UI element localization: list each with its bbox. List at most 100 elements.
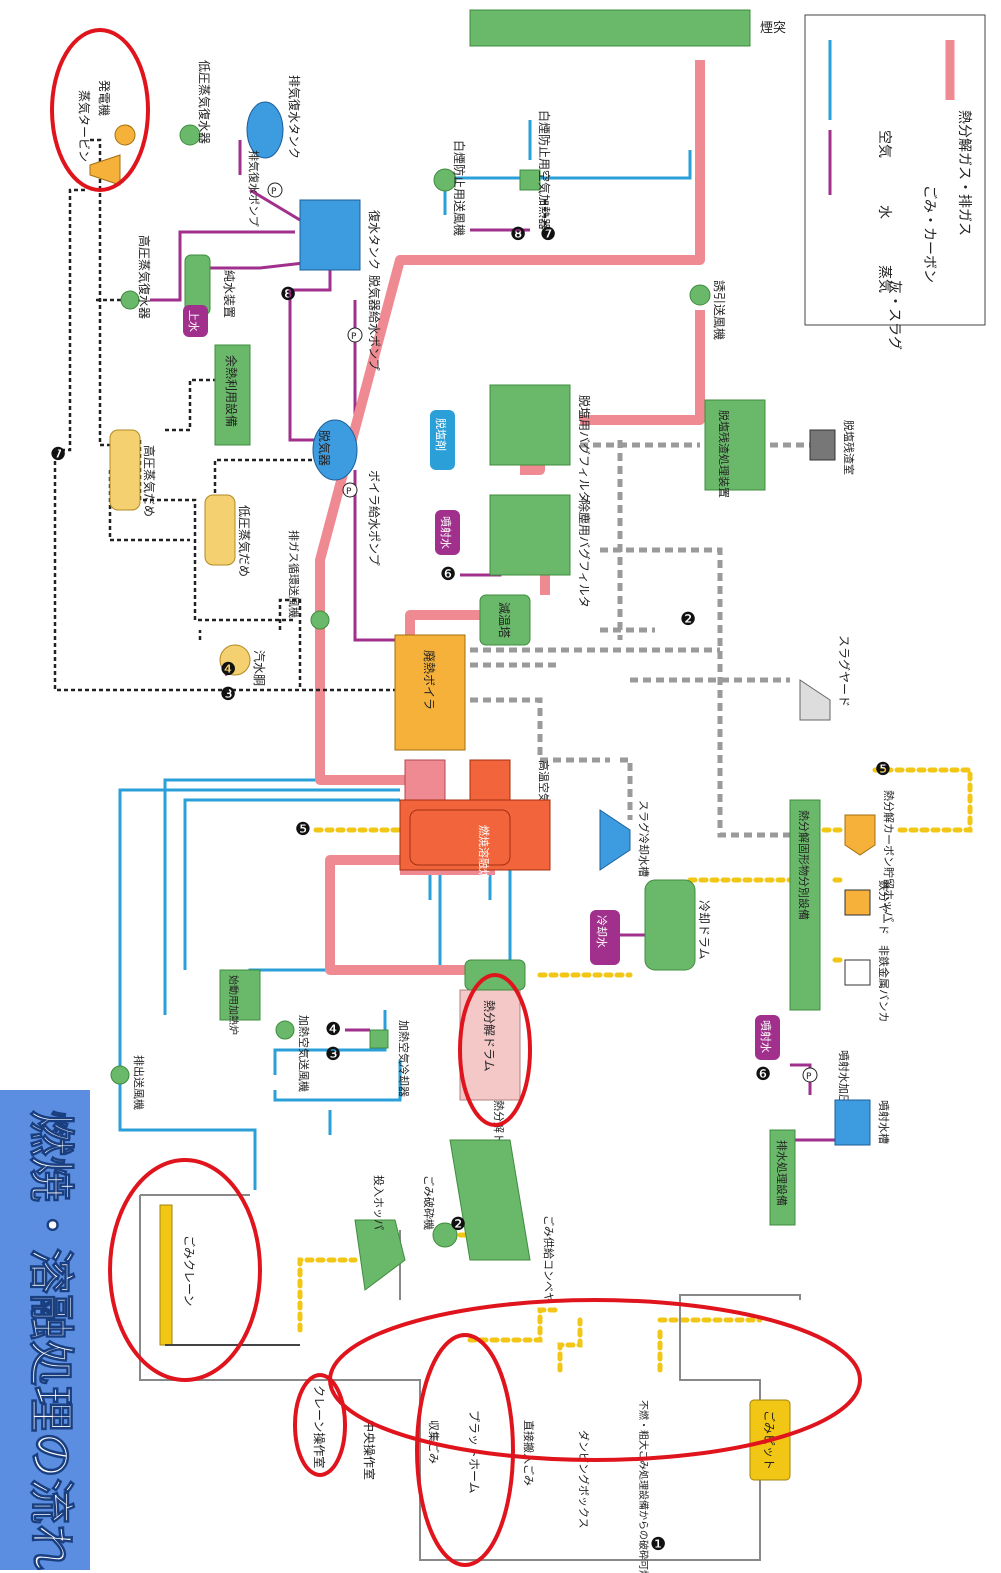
highlight-turbine — [50, 28, 150, 192]
desalination-bag-filter — [489, 384, 571, 466]
steam-turbine — [89, 154, 121, 186]
water-line — [288, 240, 332, 442]
deaerator-feed-pump-label: 脱気器給水ポンプ — [367, 275, 382, 371]
marker-6b: ❻ — [755, 1064, 771, 1085]
dumping-box-label: ダンピングボックス — [577, 1430, 591, 1529]
highlight-crane-room — [293, 1373, 347, 1477]
slag-cooling-tank — [599, 809, 631, 871]
water-line — [249, 188, 301, 222]
waste-heat-boiler — [394, 634, 466, 751]
page-title: 燃焼・溶融処理の流れ — [24, 1110, 78, 1570]
cooling-water-label: 冷却水 — [595, 915, 608, 948]
dust-bag-filter-label: 除塵用バグフィルタ — [577, 500, 592, 608]
waste-crusher-label: ごみ破砕機 — [422, 1175, 436, 1230]
desalination-residue-device-label: 脱塩残渣処理装置 — [717, 410, 731, 498]
legend-steam: 蒸気 — [876, 265, 892, 293]
cooling-drum-label: 冷却ドラム — [697, 900, 711, 960]
spray-water-tank-label: 噴射水槽 — [877, 1100, 891, 1144]
heated-air-cooler — [369, 1029, 389, 1049]
legend-ash-slag: 灰・スラグ — [886, 280, 902, 350]
cooling-tower — [479, 594, 531, 646]
deaerator-feed-pump — [347, 327, 363, 343]
slag-yard-label: スラグヤード — [837, 635, 851, 707]
spray-water-tag-2 — [755, 1015, 780, 1060]
nonferrous-bunker-label: 非鉄金属バンカ — [877, 945, 891, 1023]
marker-1: ❶ — [650, 1534, 666, 1555]
marker-3: ❸ — [220, 684, 236, 705]
pyrolysis-drum — [459, 989, 521, 1101]
heated-air-fan-label: 加熱空気送風機 — [297, 1015, 311, 1092]
air-line — [273, 1060, 402, 1102]
slag-yard — [799, 679, 831, 721]
waste-heat-utilization-label: 余熱利用設備 — [224, 355, 239, 427]
white-smoke-air-heater-label: 白煙防止用空気加熱器 — [537, 110, 552, 230]
spray-water-label: 噴射水 — [439, 516, 453, 549]
steam-drum-label: 汽水胴 — [252, 650, 267, 686]
spray-water-pump — [802, 1067, 818, 1083]
pyrolysis-solid-separator — [789, 799, 821, 1011]
combustion-melting-furnace-label: 燃焼溶融炉 — [477, 825, 491, 880]
lp-condenser — [179, 124, 201, 146]
spray-water-tag — [435, 510, 460, 555]
central-control-room-label: 中央操作室 — [362, 1420, 377, 1480]
steam-line — [90, 138, 125, 447]
generator-label: 発電機 — [97, 80, 112, 116]
marker-5: ❺ — [295, 819, 311, 840]
exhaust-fan — [110, 1065, 130, 1085]
pyrolysis-carbon-hopper-label: 熱分解カーボン貯留ホッパ — [882, 790, 896, 922]
induced-draft-fan-label: 誘引送風機 — [712, 280, 727, 340]
exhaust-gas-recirc-fan-label: 排ガス循環送風機 — [287, 530, 301, 618]
input-hopper-label: 投入ホッパ — [372, 1175, 386, 1230]
exhaust-condensate-tank — [246, 101, 284, 159]
highlight-platform — [415, 1333, 515, 1567]
desalination-residue-room-label: 脱塩残渣室 — [842, 420, 856, 475]
highlight-crane — [108, 1158, 262, 1382]
startup-heater — [219, 969, 261, 1021]
steam-line — [213, 458, 320, 500]
hp-condenser — [120, 290, 140, 310]
spray-water-tank — [834, 1099, 871, 1146]
waste-crane-label: ごみクレーン — [182, 1235, 197, 1306]
marker-7b: ❼ — [540, 224, 556, 245]
desalination-residue-room — [809, 429, 836, 461]
iron-yard — [844, 889, 871, 916]
induced-draft-fan — [689, 284, 711, 306]
gas-line — [325, 855, 470, 975]
exhaust-condensate-tank-label: 排気復水タンク — [287, 75, 302, 159]
waste-line — [557, 1317, 583, 1373]
pyrolysis-drum-label: 熱分解ドラム — [482, 1000, 496, 1072]
spray-water-label-2: 噴射水 — [759, 1020, 773, 1053]
marker-6: ❻ — [440, 564, 456, 585]
waste-crusher — [432, 1222, 458, 1248]
crushed-combustibles-label: 不燃・粗大ごみ処理設備からの破砕可燃物 — [637, 1400, 650, 1573]
ash-line — [620, 757, 633, 820]
title-band — [0, 1090, 90, 1570]
lp-steam-header — [204, 494, 236, 566]
air-line — [163, 778, 400, 1015]
gas-line — [580, 310, 705, 425]
water-line — [790, 1063, 812, 1095]
marker-3b: ❸ — [325, 1044, 341, 1065]
crane-operation-room-label: クレーン操作室 — [312, 1385, 327, 1468]
hp-steam-header — [109, 429, 141, 511]
wastewater-treatment — [769, 1129, 796, 1226]
ash-line — [600, 547, 790, 838]
markers: ❶ ❷ ❷ ❸ ❸ ❹ ❹ ❺ ❺ ❻ ❻ ❼ ❼ ❽ ❽ — [50, 224, 891, 1555]
exhaust-gas-recirc-fan — [310, 610, 330, 630]
dust-bag-filter — [489, 494, 571, 576]
generator — [114, 124, 136, 146]
direct-delivery-label: 直接搬入ごみ — [522, 1420, 536, 1486]
marker-4: ❹ — [220, 659, 236, 680]
startup-heater-label: 始動用加熱炉 — [227, 975, 240, 1035]
pyrolysis-feed-conveyor — [449, 1139, 531, 1261]
pump-symbol: P — [346, 487, 352, 497]
marker-5b: ❺ — [875, 759, 891, 780]
wastewater-treatment-label: 排水処理設備 — [775, 1140, 789, 1206]
exhaust-condensate-pump-label: 排気復水ポンプ — [247, 150, 261, 227]
desalination-bag-filter-label: 脱塩用バグフィルタ — [577, 395, 592, 503]
desalination-agent-tag — [430, 410, 455, 470]
cooling-water-tag — [590, 910, 620, 965]
deaerator — [312, 419, 358, 481]
pyrolysis-carbon-hopper — [844, 814, 876, 856]
